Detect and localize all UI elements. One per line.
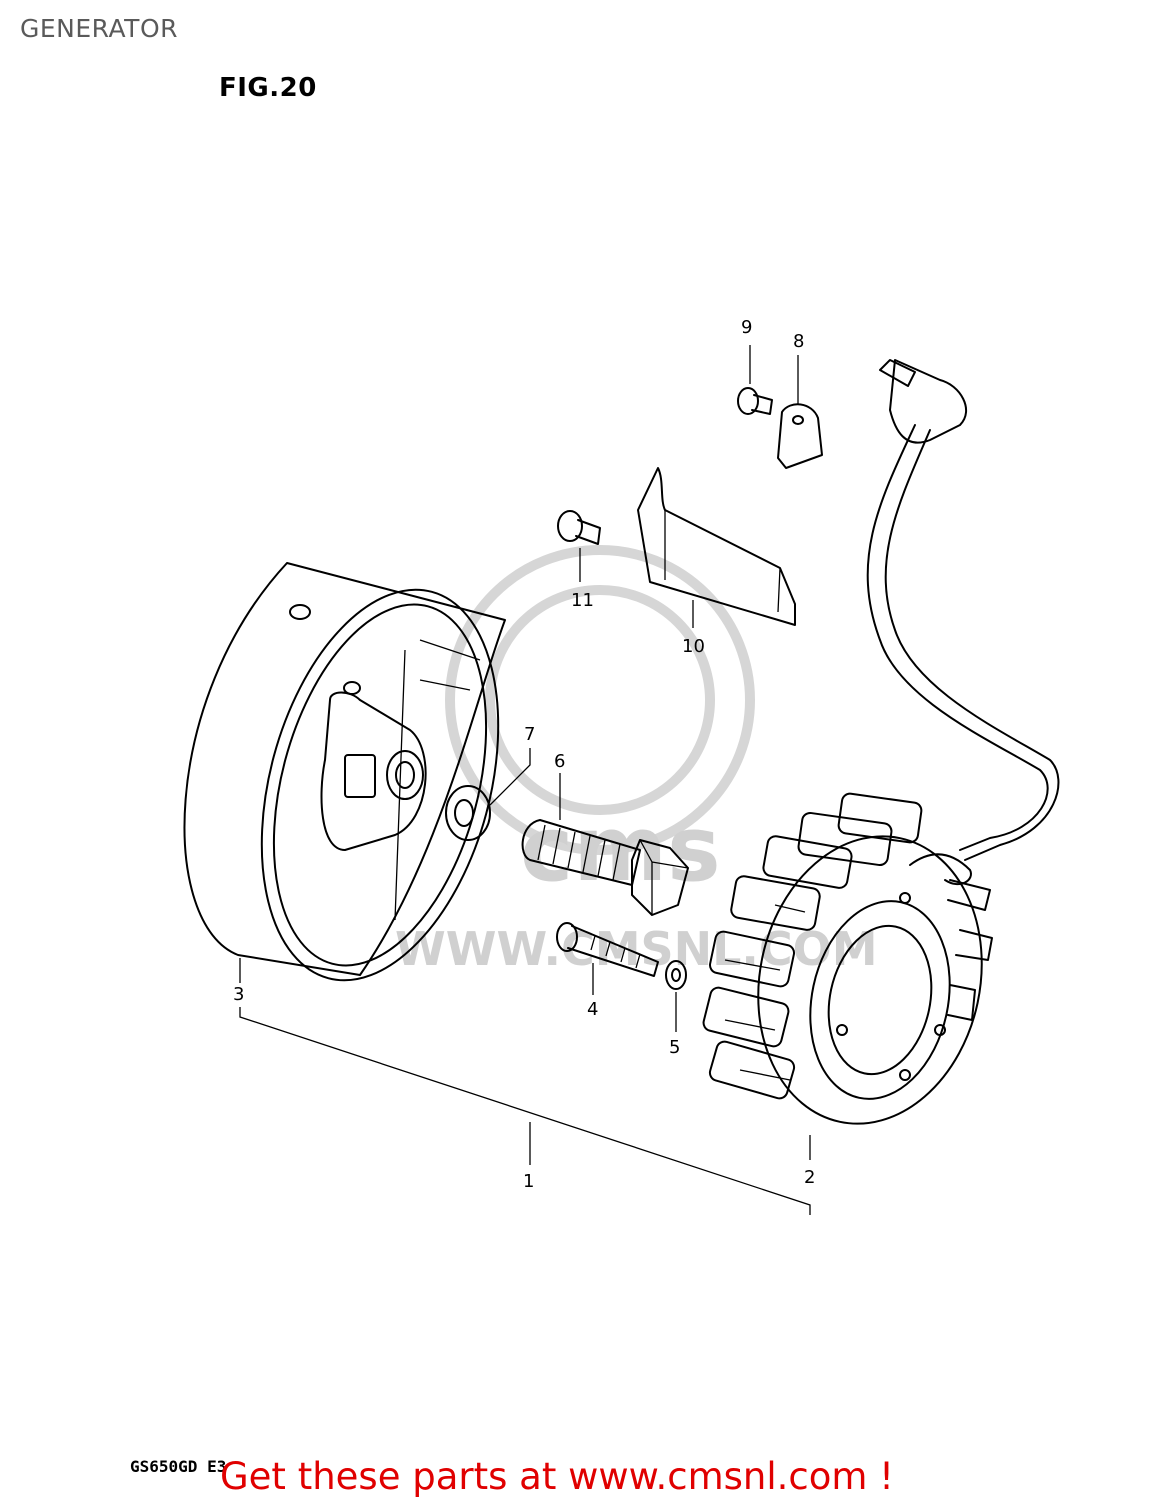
callout-9: 9: [741, 317, 752, 338]
wiring-harness[interactable]: [866, 359, 1060, 861]
stator[interactable]: [702, 792, 1008, 1145]
model-code: GS650GD E3: [130, 1457, 227, 1476]
callout-7: 7: [524, 724, 535, 745]
rotor-bolt-6[interactable]: [521, 819, 689, 916]
callout-2: 2: [804, 1167, 815, 1188]
figure-label: FIG.20: [219, 73, 317, 103]
washer-7[interactable]: [445, 785, 491, 841]
lead-cover-plate-10[interactable]: [637, 467, 796, 626]
screw-9[interactable]: [737, 387, 773, 415]
watermark: cms WWW.CMSNL.COM: [395, 545, 878, 976]
leader-lines: [239, 345, 811, 1215]
callout-8: 8: [793, 331, 804, 352]
promo-link[interactable]: Get these parts at www.cmsnl.com !: [220, 1455, 895, 1498]
watermark-logo-text: cms: [520, 797, 721, 902]
stator-screw-4[interactable]: [556, 922, 659, 977]
washer-5[interactable]: [665, 960, 687, 990]
rotor-flywheel[interactable]: [183, 562, 538, 1007]
page-title: GENERATOR: [20, 14, 179, 43]
callout-10: 10: [682, 636, 705, 657]
callout-3: 3: [233, 984, 244, 1005]
screw-11[interactable]: [557, 510, 601, 545]
callout-4: 4: [587, 999, 598, 1020]
clamp-8[interactable]: [777, 403, 823, 469]
callout-11: 11: [571, 590, 594, 611]
callout-5: 5: [669, 1037, 680, 1058]
callout-1: 1: [523, 1171, 534, 1192]
callout-6: 6: [554, 751, 565, 772]
callout-labels: 9 8 11 10 7 6 4 5 3 1 2: [233, 317, 815, 1192]
